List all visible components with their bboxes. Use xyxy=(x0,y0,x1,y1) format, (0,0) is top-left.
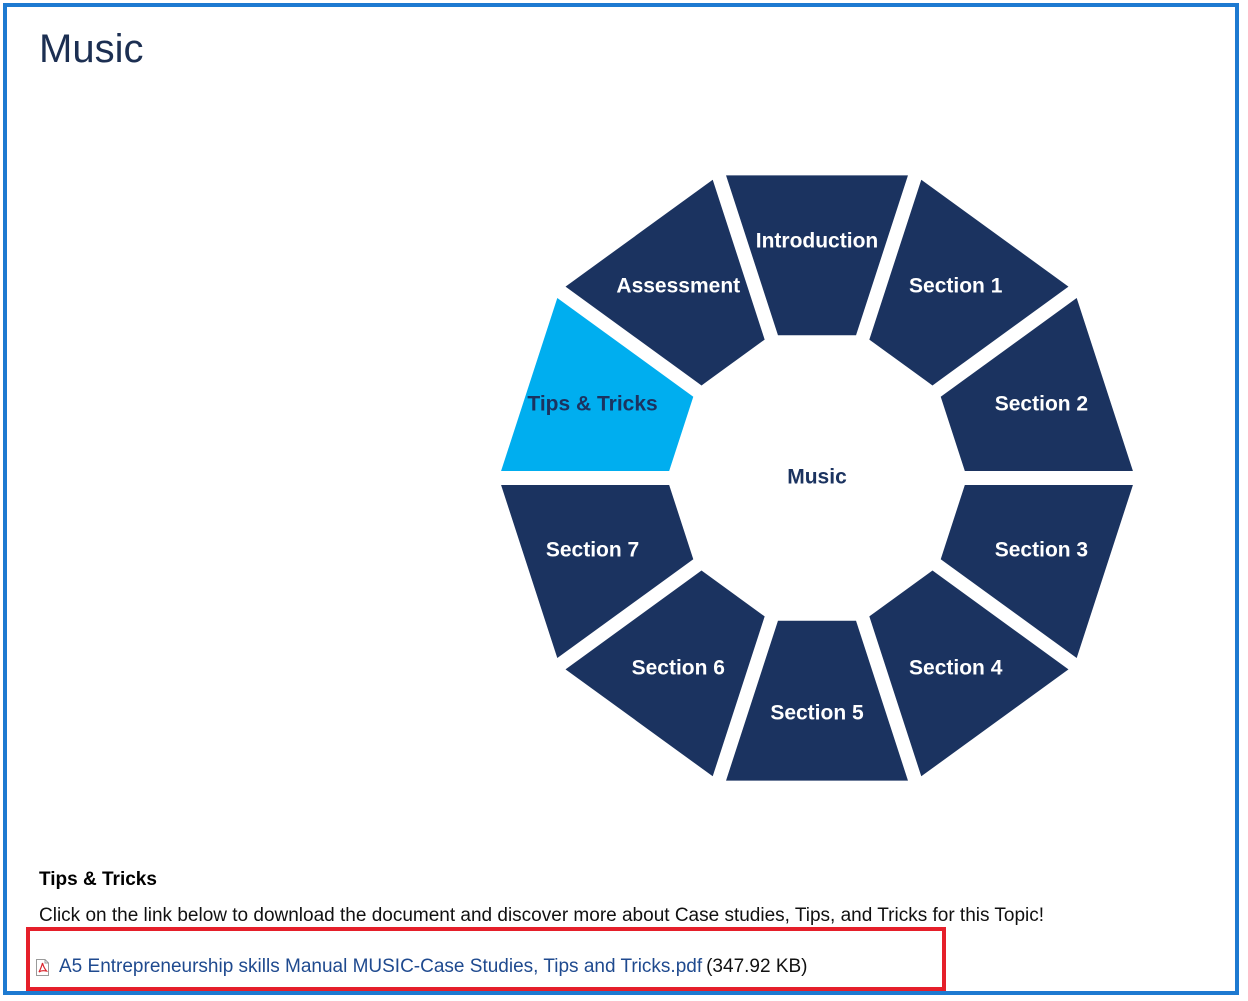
wheel-segment-shape[interactable] xyxy=(726,620,908,781)
wheel-segment-shape[interactable] xyxy=(940,484,1133,659)
download-row: A5 Entrepreneurship skills Manual MUSIC-… xyxy=(36,956,808,978)
wheel-segment-shape[interactable] xyxy=(726,175,908,336)
wheel-segment-label[interactable]: Section 4 xyxy=(909,656,1003,679)
wheel-segment-label[interactable]: Section 1 xyxy=(909,275,1003,298)
wheel-segment-label[interactable]: Section 3 xyxy=(995,538,1088,561)
download-highlight-box xyxy=(26,927,946,991)
wheel-segment-section-2[interactable]: Section 2 xyxy=(940,297,1133,472)
wheel-segment-label[interactable]: Section 7 xyxy=(546,538,639,561)
wheel-center-label: Music xyxy=(787,466,847,489)
section-heading: Tips & Tricks xyxy=(39,869,157,890)
file-size: (347.92 KB) xyxy=(706,956,808,977)
wheel-segment-label[interactable]: Introduction xyxy=(756,230,878,253)
wheel-segment-section-6[interactable]: Section 6 xyxy=(565,570,765,777)
wheel-segment-section-5[interactable]: Section 5 xyxy=(726,620,908,781)
wheel-segment-label[interactable]: Section 2 xyxy=(995,393,1088,416)
wheel-segment-shape[interactable] xyxy=(869,570,1069,777)
wheel-segment-introduction[interactable]: Introduction xyxy=(726,175,908,336)
wheel-segment-label[interactable]: Section 6 xyxy=(632,656,725,679)
wheel-segment-label[interactable]: Assessment xyxy=(616,275,740,298)
wheel-segment-shape[interactable] xyxy=(869,179,1069,386)
pdf-file-icon xyxy=(36,958,49,976)
wheel-segment-shape[interactable] xyxy=(501,297,694,472)
page-title: Music xyxy=(39,27,144,71)
wheel-segment-label[interactable]: Tips & Tricks xyxy=(527,393,657,416)
wheel-segment-section-3[interactable]: Section 3 xyxy=(940,484,1133,659)
wheel-segment-assessment[interactable]: Assessment xyxy=(565,179,765,386)
pdf-download-link[interactable]: A5 Entrepreneurship skills Manual MUSIC-… xyxy=(59,956,703,977)
wheel-segment-section-4[interactable]: Section 4 xyxy=(869,570,1069,777)
wheel-segment-shape[interactable] xyxy=(940,297,1133,472)
wheel-segment-shape[interactable] xyxy=(565,179,765,386)
wheel-segment-section-7[interactable]: Section 7 xyxy=(501,484,694,659)
wheel-segment-label[interactable]: Section 5 xyxy=(770,702,864,725)
wheel-segment-shape[interactable] xyxy=(501,484,694,659)
wheel-segment-shape[interactable] xyxy=(565,570,765,777)
wheel-segment-tips-and-tricks[interactable]: Tips & Tricks xyxy=(501,297,694,472)
wheel-segment-section-1[interactable]: Section 1 xyxy=(869,179,1069,386)
section-description: Click on the link below to download the … xyxy=(39,905,1045,926)
